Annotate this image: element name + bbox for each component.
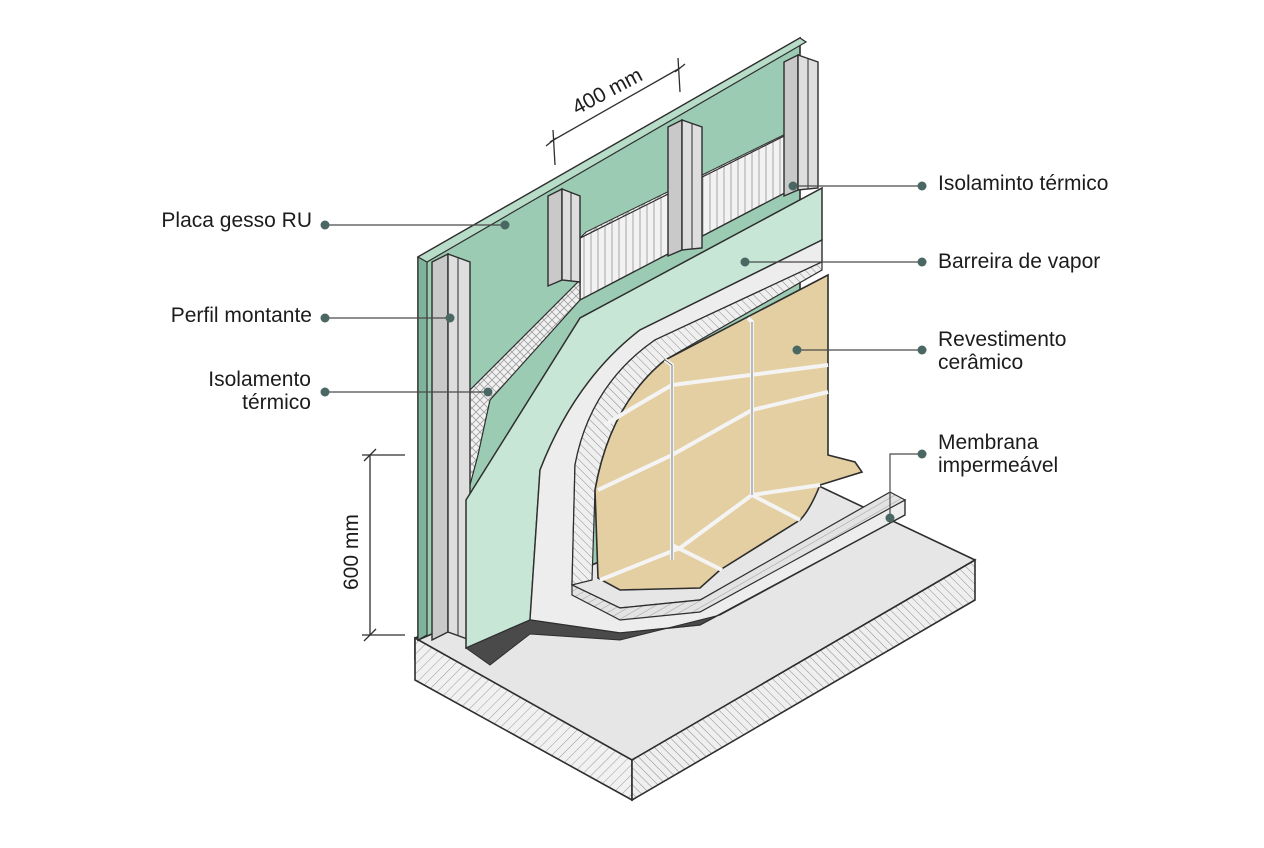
slab-side-edge <box>631 558 976 802</box>
steel-studs <box>431 53 819 642</box>
dimension-height-label: 600 mm <box>340 514 363 590</box>
dimension-height <box>362 448 405 642</box>
dimension-stud-spacing-label: 400 mm <box>569 63 647 119</box>
dimension-stud-spacing <box>545 57 686 166</box>
label-steel-stud: Perfil montante <box>170 304 312 327</box>
stud-middle-2 <box>667 118 703 258</box>
leader-lines <box>325 185 922 518</box>
label-waterproof-membrane: Membrana impermeável <box>938 431 1059 477</box>
label-ceramic-tile: Revestimento cerâmico <box>938 328 1067 374</box>
stud-middle-1 <box>547 187 581 288</box>
stud-left <box>431 252 471 642</box>
label-thermal-insulation-right: Isolaminto térmico <box>938 172 1109 195</box>
label-gypsum-board: Placa gesso RU <box>161 209 312 232</box>
label-vapor-barrier: Barreira de vapor <box>938 250 1101 273</box>
leader-dots <box>320 181 927 523</box>
stud-right <box>783 53 819 198</box>
label-thermal-insulation-left: Isolamento térmico <box>208 368 311 414</box>
